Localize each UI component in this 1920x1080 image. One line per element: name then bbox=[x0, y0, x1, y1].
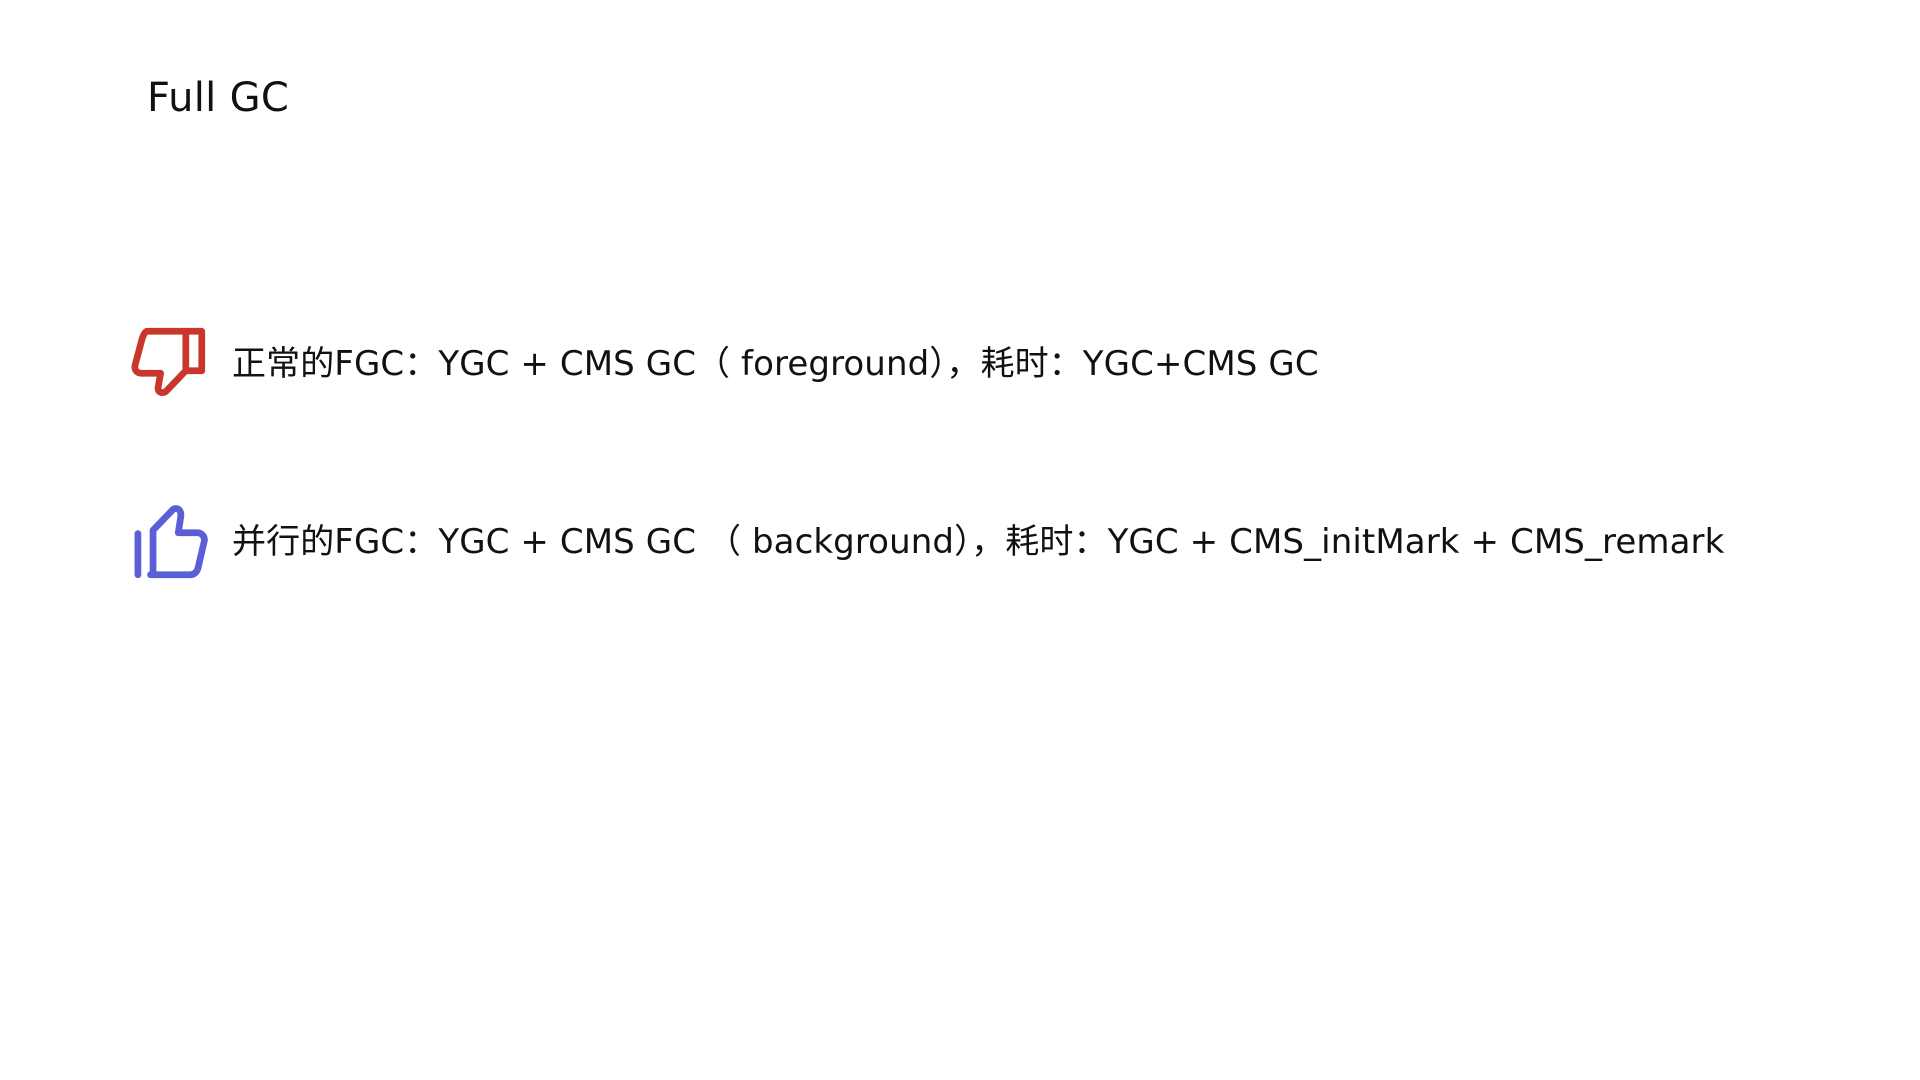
normal-fgc-text: 正常的FGC：YGC + CMS GC（ foreground），耗时：YGC+… bbox=[232, 344, 1319, 384]
list-item-normal-fgc: 正常的FGC：YGC + CMS GC（ foreground），耗时：YGC+… bbox=[124, 314, 1319, 414]
thumbs-down-icon bbox=[124, 319, 214, 409]
parallel-fgc-text: 并行的FGC：YGC + CMS GC （ background），耗时：YGC… bbox=[232, 522, 1725, 562]
list-item-parallel-fgc: 并行的FGC：YGC + CMS GC （ background），耗时：YGC… bbox=[124, 492, 1724, 592]
thumbs-up-icon bbox=[124, 497, 214, 587]
slide-title: Full GC bbox=[147, 75, 290, 121]
